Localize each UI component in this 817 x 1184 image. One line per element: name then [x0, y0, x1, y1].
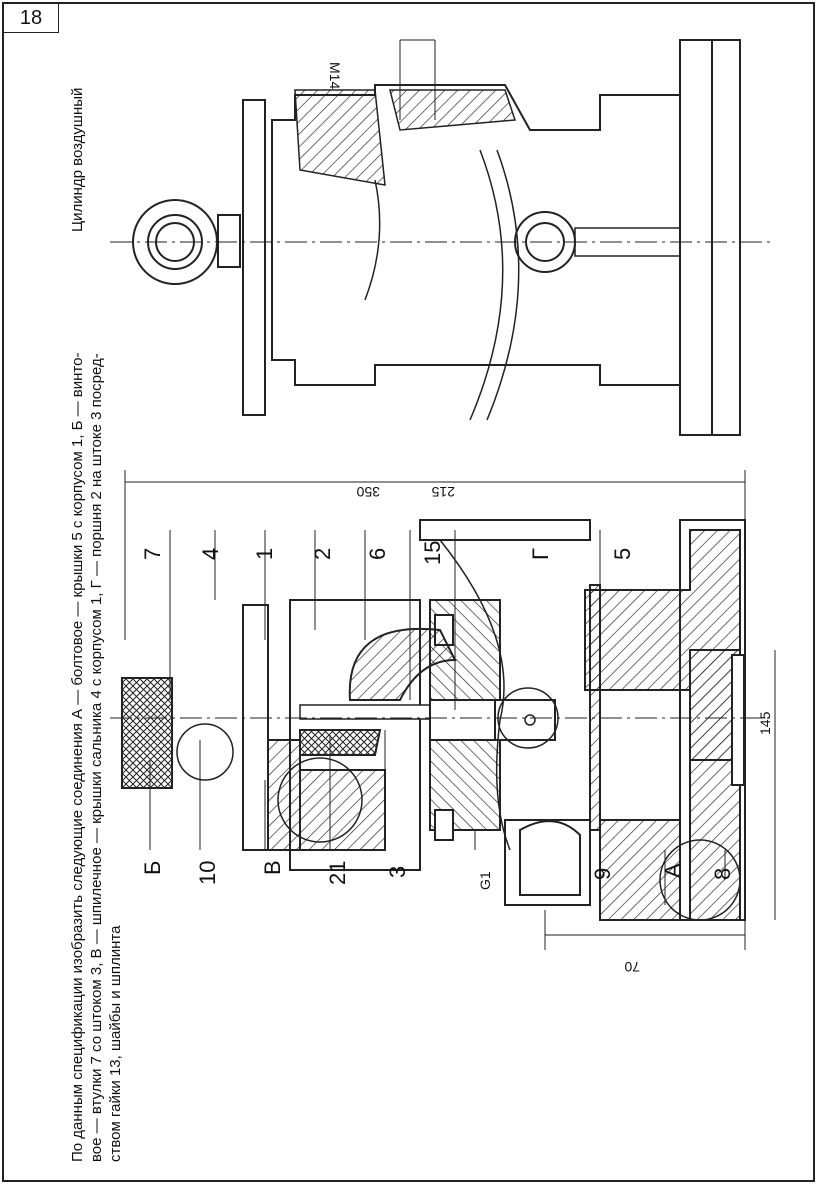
callout-21: 21: [325, 861, 350, 885]
dimension-lines: [124, 470, 776, 950]
callout-1: 1: [252, 548, 277, 560]
sectional-view: [110, 519, 770, 921]
dim-350: 350: [356, 484, 380, 500]
callout-6: 6: [365, 548, 390, 560]
callout-4: 4: [198, 548, 223, 560]
dim-215: 215: [431, 484, 455, 500]
callout-leaders-top: [169, 530, 601, 720]
side-view: [110, 39, 770, 436]
caption-line-3: ством гайки 13, шайбы и шплинта: [107, 925, 124, 1162]
callout-leaders-bottom: [149, 730, 726, 905]
dim-145: 145: [757, 711, 773, 735]
callout-3: 3: [385, 866, 410, 878]
page-number: 18: [19, 6, 43, 29]
callout-g: Г: [528, 548, 553, 560]
dim-70: 70: [624, 959, 640, 975]
callout-9: 9: [590, 868, 615, 880]
callout-7: 7: [140, 548, 165, 560]
callout-v: В: [260, 860, 285, 875]
caption-line-2: вое — втулки 7 со штоком 3, В — шпилечно…: [88, 353, 105, 1162]
svg-text:Цилиндр воздушный: Цилиндр воздушный: [69, 88, 86, 232]
callout-g1: G1: [477, 871, 493, 890]
dim-m14: M14: [327, 62, 343, 89]
caption: По данным спецификации изобразить следую…: [69, 353, 124, 1162]
callout-a: А: [660, 863, 685, 878]
page-number-box: 18: [3, 3, 59, 33]
callout-2: 2: [310, 548, 335, 560]
callout-b: Б: [140, 861, 165, 875]
callouts-bottom: Б 10 В 21 3 G1 9 А 8: [140, 860, 735, 890]
callout-10: 10: [195, 861, 220, 885]
title: Цилиндр воздушный: [69, 88, 86, 232]
callout-8: 8: [710, 868, 735, 880]
callout-15: 15: [420, 541, 445, 565]
callout-5: 5: [610, 548, 635, 560]
callouts-top: 7 4 1 2 6 15 Г 5: [140, 541, 635, 565]
caption-line-1: По данным спецификации изобразить следую…: [69, 353, 86, 1162]
